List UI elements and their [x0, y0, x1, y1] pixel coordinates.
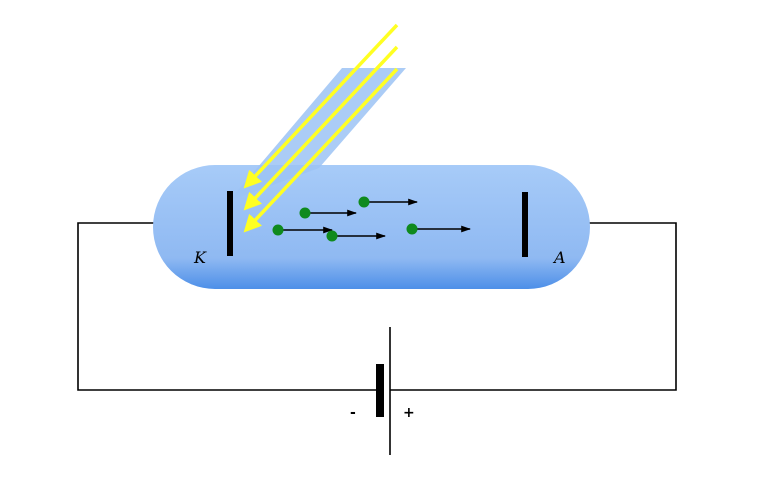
electron-dot [406, 223, 418, 235]
light-ray-3 [243, 67, 399, 233]
electrons [272, 196, 471, 242]
electron-dot [272, 224, 284, 236]
anode-plate [522, 192, 528, 257]
battery-negative-plate [376, 364, 384, 417]
electron-dot [299, 207, 311, 219]
battery-positive-label: + [403, 405, 415, 421]
cathode-plate [227, 191, 233, 256]
electron-dot [326, 230, 338, 242]
light-ray-2 [243, 45, 399, 211]
electron-dot [358, 196, 370, 208]
vacuum-tube [153, 165, 590, 289]
anode-label: A [552, 248, 566, 267]
battery-negative-label: - [350, 405, 356, 421]
light-ray-1 [243, 23, 399, 189]
light-rays [243, 23, 399, 233]
cathode-label: K [193, 248, 207, 267]
light-beam-band [229, 68, 406, 201]
